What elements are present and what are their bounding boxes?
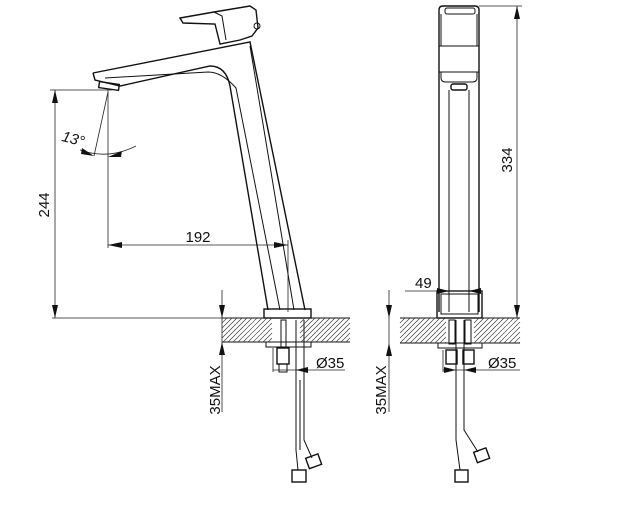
hatch-line bbox=[473, 317, 480, 324]
hatch-line bbox=[399, 317, 426, 344]
hatch-line bbox=[299, 317, 321, 339]
hatch-line bbox=[310, 317, 336, 343]
hatch-line bbox=[399, 317, 416, 334]
hose-nut bbox=[472, 447, 491, 464]
hatch-line bbox=[232, 317, 258, 343]
hatch-line bbox=[315, 317, 341, 343]
hatch-line bbox=[434, 331, 447, 344]
hatch-line bbox=[483, 317, 510, 344]
hatch-line bbox=[473, 317, 500, 344]
hatch-line bbox=[508, 331, 521, 344]
hatch-line bbox=[444, 341, 447, 344]
hatch-line bbox=[330, 322, 351, 343]
mounting-nut bbox=[276, 347, 290, 365]
hose-nut bbox=[454, 469, 469, 483]
hatch-line bbox=[257, 327, 273, 343]
hole-diameter-label: Ø35 bbox=[316, 355, 344, 372]
counter-thickness-label-front: 35MAX bbox=[373, 365, 390, 414]
reach-label: 192 bbox=[185, 229, 210, 246]
front-view: 334 49 35MAX bbox=[373, 5, 522, 483]
height-dimension: 244 bbox=[36, 89, 112, 318]
body-width-dimension: 49 bbox=[405, 275, 482, 294]
hatch-line bbox=[299, 317, 306, 324]
hatch-line bbox=[424, 321, 447, 344]
hose-nut bbox=[304, 453, 323, 470]
hatch-line bbox=[305, 317, 331, 343]
base-plate bbox=[263, 308, 312, 319]
hatch-line bbox=[262, 332, 273, 343]
aerator-front bbox=[450, 83, 468, 91]
counter-thickness-dimension-front: 35MAX bbox=[373, 290, 392, 415]
hatch-line bbox=[221, 317, 238, 334]
hatch-line bbox=[429, 326, 447, 344]
hatch-line bbox=[439, 336, 447, 344]
total-height-dimension: 334 bbox=[479, 5, 522, 318]
hatch-line bbox=[227, 317, 253, 343]
hatch-line bbox=[267, 337, 273, 343]
hatch-line bbox=[237, 317, 263, 343]
hatch-line bbox=[503, 326, 521, 344]
hatch-line bbox=[340, 332, 351, 343]
hatch-line bbox=[399, 317, 406, 324]
hatch-line bbox=[488, 317, 515, 344]
hatch-line bbox=[325, 317, 351, 343]
countertop-section-front bbox=[400, 317, 520, 344]
angle-label: 13° bbox=[60, 128, 86, 150]
angle-dimension: 13° bbox=[60, 91, 137, 157]
counter-thickness-dimension: 35MAX bbox=[207, 290, 225, 415]
hatch-line bbox=[404, 317, 431, 344]
hose-nut bbox=[291, 469, 307, 483]
countertop-hatching bbox=[221, 317, 521, 344]
spout-body bbox=[92, 41, 312, 319]
hatch-line bbox=[345, 337, 351, 343]
hatch-line bbox=[299, 317, 311, 329]
hatch-line bbox=[419, 317, 446, 344]
hatch-line bbox=[221, 317, 243, 339]
hatch-line bbox=[222, 317, 248, 343]
hatch-line bbox=[299, 317, 316, 334]
hatch-line bbox=[300, 317, 326, 343]
hatch-line bbox=[399, 317, 411, 329]
mounting-and-hoses bbox=[265, 319, 323, 483]
hole-diameter-dimension: Ø35 bbox=[272, 348, 345, 373]
hatch-line bbox=[252, 322, 273, 343]
hatch-line bbox=[414, 317, 441, 344]
height-label: 244 bbox=[36, 192, 53, 217]
hatch-line bbox=[221, 317, 228, 324]
hatch-line bbox=[493, 317, 520, 344]
hatch-line bbox=[498, 321, 521, 344]
hatch-line bbox=[473, 317, 485, 329]
hatch-line bbox=[513, 336, 521, 344]
hatch-line bbox=[221, 317, 233, 329]
side-view: 244 13° 192 35MAX bbox=[36, 5, 350, 483]
hatch-line bbox=[247, 317, 273, 343]
hatch-line bbox=[242, 317, 268, 343]
faucet-body-front bbox=[436, 5, 483, 319]
hole-diameter-label-front: Ø35 bbox=[488, 355, 516, 372]
hatch-line bbox=[518, 341, 521, 344]
counter-thickness-label: 35MAX bbox=[207, 365, 224, 414]
hatch-line bbox=[473, 317, 495, 339]
body-width-label: 49 bbox=[415, 275, 432, 292]
hatch-line bbox=[320, 317, 346, 343]
hatch-line bbox=[335, 327, 351, 343]
hole-diameter-dimension-front: Ø35 bbox=[442, 350, 520, 373]
hatch-line bbox=[478, 317, 505, 344]
total-height-label: 334 bbox=[499, 147, 516, 172]
aerator bbox=[97, 80, 121, 92]
hatch-line bbox=[409, 317, 436, 344]
hatch-line bbox=[473, 317, 490, 334]
handle-lever bbox=[178, 5, 261, 45]
hatch-line bbox=[399, 317, 421, 339]
reach-dimension: 192 bbox=[107, 90, 289, 312]
mounting-and-hoses-front bbox=[437, 319, 491, 483]
